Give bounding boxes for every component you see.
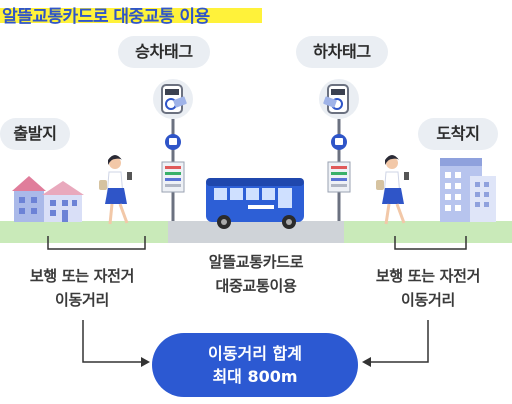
left-distance-line-2: 이동거리 <box>54 291 109 309</box>
origin-houses-icon <box>12 176 84 222</box>
transit-line-2: 대중교통이용 <box>215 277 297 295</box>
boarding-tag-reader-icon <box>153 79 193 221</box>
total-line-1: 이동거리 합계 <box>208 344 302 363</box>
right-arrow <box>370 320 429 363</box>
left-distance-bracket <box>47 236 146 250</box>
left-distance-label: 보행 또는 자전거 이동거리 <box>2 264 162 312</box>
destination-bubble: 도착지 <box>418 118 498 150</box>
title-highlight <box>0 8 262 23</box>
right-arrow-head <box>362 357 371 367</box>
alighting-tag-reader-icon <box>319 79 359 221</box>
left-distance-line-1: 보행 또는 자전거 <box>29 267 135 285</box>
boarding-tag-bubble: 승차태그 <box>118 36 210 68</box>
destination-building-icon <box>440 158 496 222</box>
origin-bubble: 출발지 <box>0 118 70 150</box>
total-line-2: 최대 800m <box>212 367 298 386</box>
bus-icon <box>206 178 304 229</box>
page-title: 알뜰교통카드로 대중교통 이용 <box>2 7 210 27</box>
transit-line-1: 알뜰교통카드로 <box>208 253 304 271</box>
left-arrow <box>82 320 143 363</box>
right-distance-line-2: 이동거리 <box>400 291 455 309</box>
transit-label: 알뜰교통카드로 대중교통이용 <box>176 250 336 298</box>
right-distance-label: 보행 또는 자전거 이동거리 <box>348 264 508 312</box>
left-arrow-head <box>141 357 150 367</box>
walking-woman-left-icon <box>99 155 132 225</box>
walking-woman-right-icon <box>376 155 409 225</box>
right-distance-bracket <box>394 236 467 250</box>
total-distance-pill: 이동거리 합계 최대 800m <box>152 333 358 397</box>
right-distance-line-1: 보행 또는 자전거 <box>375 267 481 285</box>
road-strip <box>168 221 344 243</box>
alighting-tag-bubble: 하차태그 <box>296 36 388 68</box>
